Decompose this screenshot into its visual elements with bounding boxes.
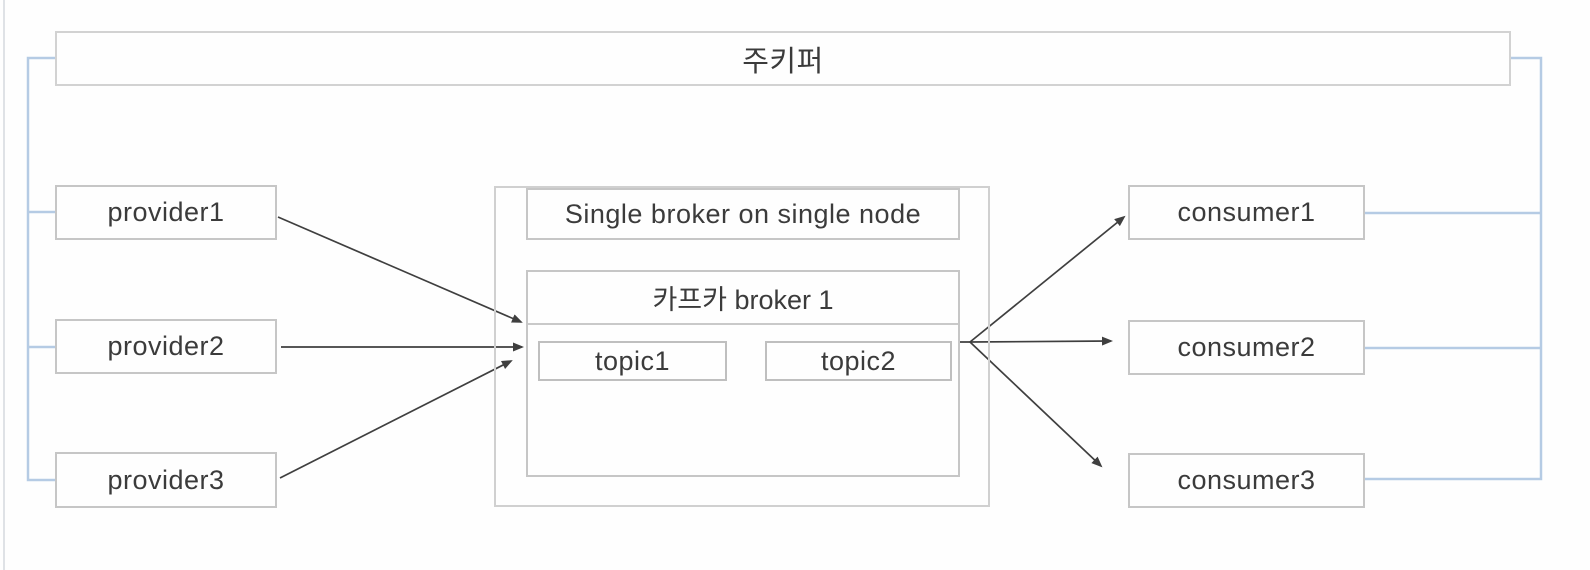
zookeeper-label: 주키퍼 <box>742 45 824 78</box>
provider3-box: provider3 <box>55 452 277 508</box>
zookeeper-box: 주키퍼 <box>55 31 1511 86</box>
single-node-container-box <box>494 186 990 507</box>
provider3-label: provider3 <box>107 464 225 495</box>
frame-left-edge-line <box>3 0 5 570</box>
consumer3-box: consumer3 <box>1128 453 1365 508</box>
provider1-label: provider1 <box>107 197 225 227</box>
consumer1-label: consumer1 <box>1177 197 1316 227</box>
arrow-broker-to-consumer3 <box>969 341 1103 468</box>
zookeeper-right-connector <box>1365 56 1543 481</box>
topic2-box: topic2 <box>765 341 952 381</box>
consumer1-box: consumer1 <box>1128 185 1365 240</box>
topic1-box: topic1 <box>538 341 727 381</box>
topic1-label: topic1 <box>594 345 671 376</box>
arrow-provider1-to-broker <box>277 216 523 323</box>
provider2-box: provider2 <box>55 319 277 374</box>
arrow-provider3-to-broker <box>279 360 513 479</box>
provider2-label: provider2 <box>107 331 225 361</box>
arrow-broker-to-consumer2 <box>969 336 1113 346</box>
single-broker-title-box: Single broker on single node <box>526 188 960 240</box>
consumer2-box: consumer2 <box>1128 320 1365 375</box>
topic2-label: topic2 <box>820 345 897 376</box>
single-broker-title-label: Single broker on single node <box>564 198 922 229</box>
zookeeper-left-connector <box>26 56 55 482</box>
kafka-broker-title: 카프카 broker 1 <box>528 272 958 325</box>
consumer2-label: consumer2 <box>1177 332 1316 362</box>
provider1-box: provider1 <box>55 185 277 240</box>
kafka-broker-title-label: 카프카 broker 1 <box>652 285 834 315</box>
arrow-broker-to-consumer1 <box>969 215 1126 343</box>
consumer3-label: consumer3 <box>1177 465 1316 495</box>
